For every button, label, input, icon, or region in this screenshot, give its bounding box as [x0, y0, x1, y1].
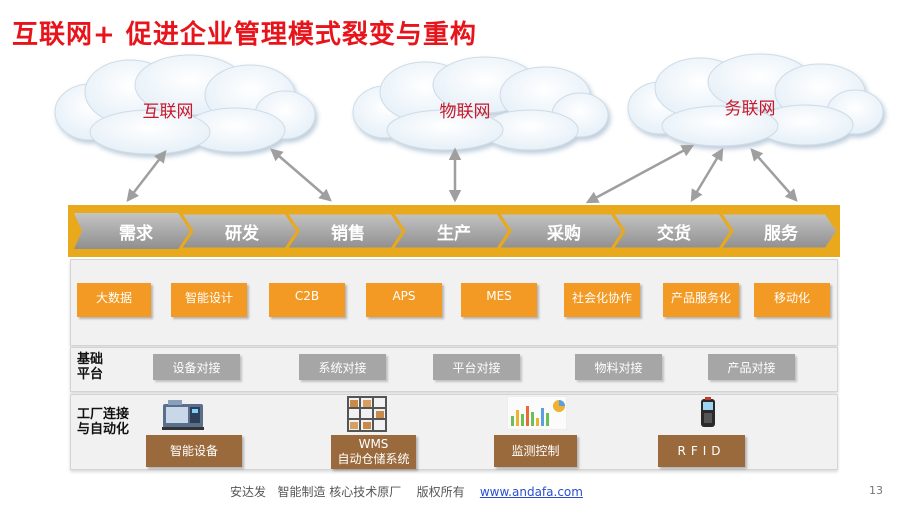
- factory-item-label: 智能设备: [169, 443, 218, 458]
- base-platform-label: 基础 平台: [77, 352, 104, 382]
- footer-website-link[interactable]: www.andafa.com: [479, 485, 583, 499]
- network-diagram: [54, 53, 884, 204]
- capability-big-data: 大数据: [77, 283, 151, 317]
- factory-monitoring-control: 监测控制: [494, 435, 577, 467]
- capability-social-collaboration: 社会化协作: [564, 283, 640, 317]
- page-number: 13: [869, 484, 883, 497]
- capability-mes: MES: [461, 283, 537, 317]
- factory-item-label: WMS: [358, 437, 389, 451]
- platform-device-integration: 设备对接: [153, 354, 240, 380]
- step-rnd: 研发: [225, 223, 259, 244]
- step-procurement: 采购: [547, 223, 581, 244]
- cloud-label-services: 务联网: [724, 99, 776, 119]
- step-production: 生产: [437, 223, 471, 244]
- factory-item-label: 监测控制: [511, 443, 560, 458]
- cloud-label-internet: 互联网: [142, 102, 194, 122]
- platform-material-integration: 物料对接: [575, 354, 662, 380]
- factory-item-label: RFID: [677, 443, 726, 458]
- capability-c2b: C2B: [269, 283, 345, 317]
- capability-product-servitization: 产品服务化: [663, 283, 739, 317]
- cloud-label-iot: 物联网: [439, 102, 491, 122]
- capability-smart-design: 智能设计: [171, 283, 247, 317]
- cnc-machine-icon: [162, 400, 204, 430]
- capability-mobile: 移动化: [754, 283, 830, 317]
- handheld-scanner-icon: [701, 397, 715, 427]
- process-arrows: [74, 211, 840, 251]
- capability-aps: APS: [366, 283, 442, 317]
- process-band: 需求 研发 销售 生产 采购 交货 服务: [68, 205, 840, 257]
- cloud-internet: [54, 54, 316, 155]
- platform-platform-integration: 平台对接: [433, 354, 520, 380]
- factory-smart-equipment: 智能设备: [146, 435, 242, 467]
- step-demand: 需求: [119, 223, 153, 244]
- step-service: 服务: [764, 223, 798, 244]
- step-sales: 销售: [331, 223, 365, 244]
- platform-system-integration: 系统对接: [299, 354, 386, 380]
- connector-arrows: [126, 144, 798, 204]
- factory-rfid: RFID: [658, 435, 745, 467]
- cloud-iot: [352, 56, 609, 151]
- footer-slogan: 智能制造 核心技术原厂: [277, 485, 402, 499]
- footer: 安达发 智能制造 核心技术原厂 版权所有 www.andafa.com: [230, 483, 583, 500]
- factory-wms: WMS 自动仓储系统: [331, 435, 416, 469]
- step-delivery: 交货: [657, 223, 691, 244]
- page-title: 互联网+ 促进企业管理模式裂变与重构: [12, 20, 477, 50]
- platform-product-integration: 产品对接: [708, 354, 795, 380]
- monitoring-chart-icon: [507, 396, 567, 430]
- factory-label: 工厂连接 与自动化: [77, 407, 130, 437]
- cloud-services: [627, 53, 884, 147]
- footer-company: 安达发: [230, 485, 267, 499]
- footer-rights: 版权所有: [416, 485, 465, 499]
- factory-item-sublabel: 自动仓储系统: [337, 452, 410, 466]
- warehouse-shelf-icon: [347, 396, 387, 432]
